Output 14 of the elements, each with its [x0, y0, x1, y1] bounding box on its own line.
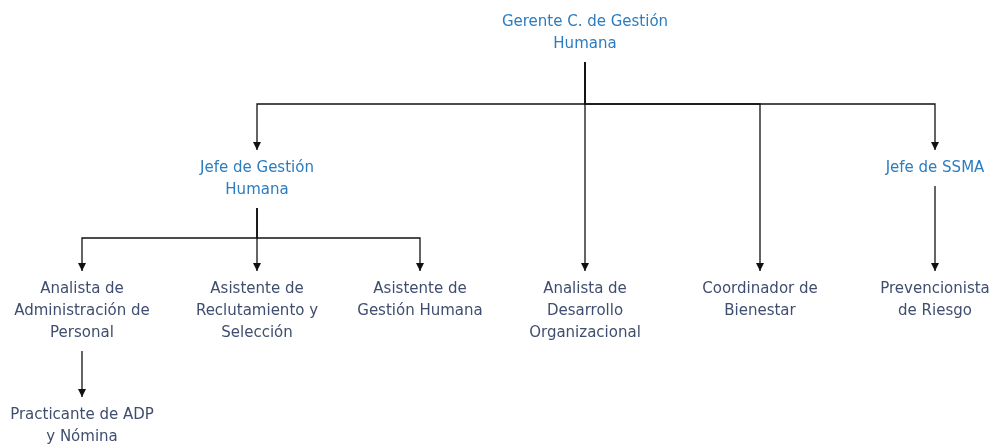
- position-title: Practicante de ADP y Nómina: [9, 404, 155, 446]
- position-title: Asistente de Reclutamiento y Selección: [194, 278, 320, 343]
- manager-title: Gerente C. de Gestión Humana: [500, 11, 670, 54]
- manager-title: Jefe de Gestión Humana: [198, 157, 315, 200]
- connector-arrow: [256, 207, 424, 272]
- manager-title: Jefe de SSMA: [884, 157, 986, 178]
- position-title: Analista de Administración de Personal: [13, 278, 151, 343]
- connector-arrow: [931, 185, 939, 272]
- connector-arrow: [78, 350, 86, 398]
- position-title: Coordinador de Bienestar: [701, 278, 819, 321]
- position-title: Asistente de Gestión Humana: [356, 278, 484, 321]
- position-title: Analista de Desarrollo Organizacional: [528, 278, 642, 343]
- connector-arrow: [584, 61, 939, 151]
- position-title: Prevencionista de Riesgo: [879, 278, 991, 321]
